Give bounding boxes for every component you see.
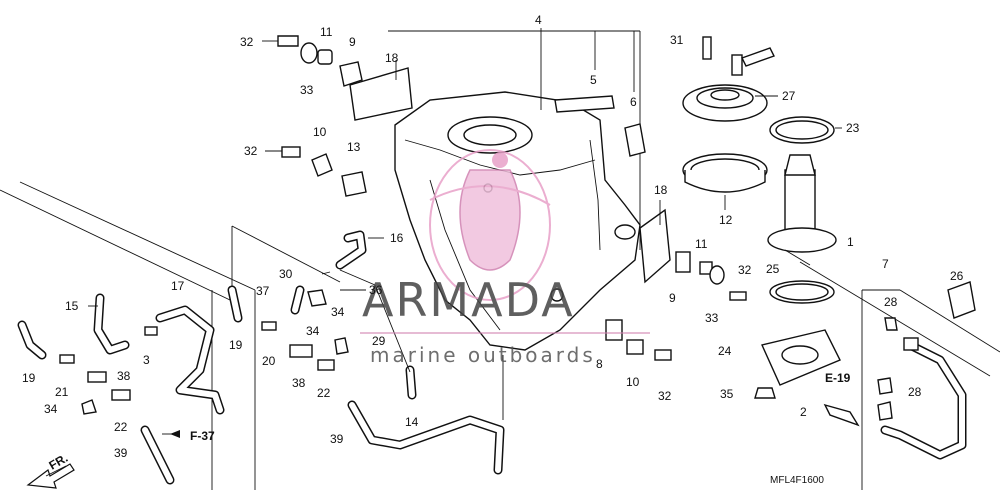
- fittings: [59, 251, 747, 415]
- mount-hardware-top: [262, 35, 413, 197]
- watermark-subtitle: marine outboards: [370, 343, 596, 367]
- callout-32: 32: [658, 389, 672, 403]
- callout-19: 19: [229, 338, 243, 352]
- callouts: 32 11 9 18 4 31 33 5 6 27 23 32 10 13 12…: [22, 13, 964, 460]
- callout-34: 34: [44, 402, 58, 416]
- hoses-right: [823, 281, 976, 460]
- callout-26: 26: [950, 269, 964, 283]
- callout-32: 32: [738, 263, 752, 277]
- callout-10: 10: [626, 375, 640, 389]
- callout-18: 18: [385, 51, 399, 65]
- callout-17: 17: [171, 279, 185, 293]
- callout-28: 28: [884, 295, 898, 309]
- callout-19: 19: [22, 371, 36, 385]
- callout-38: 38: [117, 369, 131, 383]
- callout-39: 39: [114, 446, 128, 460]
- callout-27: 27: [782, 89, 796, 103]
- front-arrow-icon: [26, 463, 75, 489]
- callout-12: 12: [719, 213, 733, 227]
- arrow-icon: [170, 430, 180, 438]
- callout-35: 35: [720, 387, 734, 401]
- callout-7: 7: [882, 257, 889, 271]
- pad-parts: [554, 95, 671, 284]
- callout-4: 4: [535, 13, 542, 27]
- callout-22: 22: [317, 386, 331, 400]
- callout-14: 14: [405, 415, 419, 429]
- callout-32: 32: [240, 35, 254, 49]
- callout-33: 33: [300, 83, 314, 97]
- callout-9: 9: [669, 291, 676, 305]
- callout-8: 8: [596, 357, 603, 371]
- reference-labels: E-19 F-37 FR. MFL4F1600: [26, 371, 851, 489]
- callout-2: 2: [800, 405, 807, 419]
- leader-lines: [88, 28, 842, 420]
- callout-20: 20: [262, 354, 276, 368]
- callout-29: 29: [372, 334, 386, 348]
- callout-38: 38: [292, 376, 306, 390]
- callout-25: 25: [766, 262, 780, 276]
- callout-28: 28: [908, 385, 922, 399]
- callout-39: 39: [330, 432, 344, 446]
- callout-23: 23: [846, 121, 860, 135]
- callout-1: 1: [847, 235, 854, 249]
- watermark-title: ARMADA: [362, 273, 575, 327]
- callout-9: 9: [349, 35, 356, 49]
- fuel-cap-assembly: [682, 36, 835, 144]
- callout-36: 36: [369, 283, 383, 297]
- diagram-code: MFL4F1600: [770, 475, 824, 486]
- hoses-left: [17, 230, 505, 485]
- callout-13: 13: [347, 140, 361, 154]
- callout-34: 34: [306, 324, 320, 338]
- callout-16: 16: [390, 231, 404, 245]
- watermark: ARMADA marine outboards: [360, 149, 650, 367]
- watermark-emblem-icon: [429, 149, 551, 301]
- callout-6: 6: [630, 95, 637, 109]
- callout-24: 24: [718, 344, 732, 358]
- callout-3: 3: [143, 353, 150, 367]
- callout-37: 37: [256, 284, 270, 298]
- callout-30: 30: [279, 267, 293, 281]
- callout-18: 18: [654, 183, 668, 197]
- callout-21: 21: [55, 385, 69, 399]
- callout-11: 11: [695, 237, 708, 251]
- frame-lines: [0, 30, 1000, 490]
- callout-22: 22: [114, 420, 128, 434]
- callout-33: 33: [705, 311, 719, 325]
- callout-31: 31: [670, 33, 684, 47]
- ref-label-f37: F-37: [190, 429, 215, 443]
- fuel-pump-assembly: [682, 153, 841, 399]
- callout-32: 32: [244, 144, 258, 158]
- ref-label-e19: E-19: [825, 371, 851, 385]
- callout-11: 11: [320, 25, 333, 39]
- callout-15: 15: [65, 299, 79, 313]
- callout-34: 34: [331, 305, 345, 319]
- callout-5: 5: [590, 73, 597, 87]
- callout-10: 10: [313, 125, 327, 139]
